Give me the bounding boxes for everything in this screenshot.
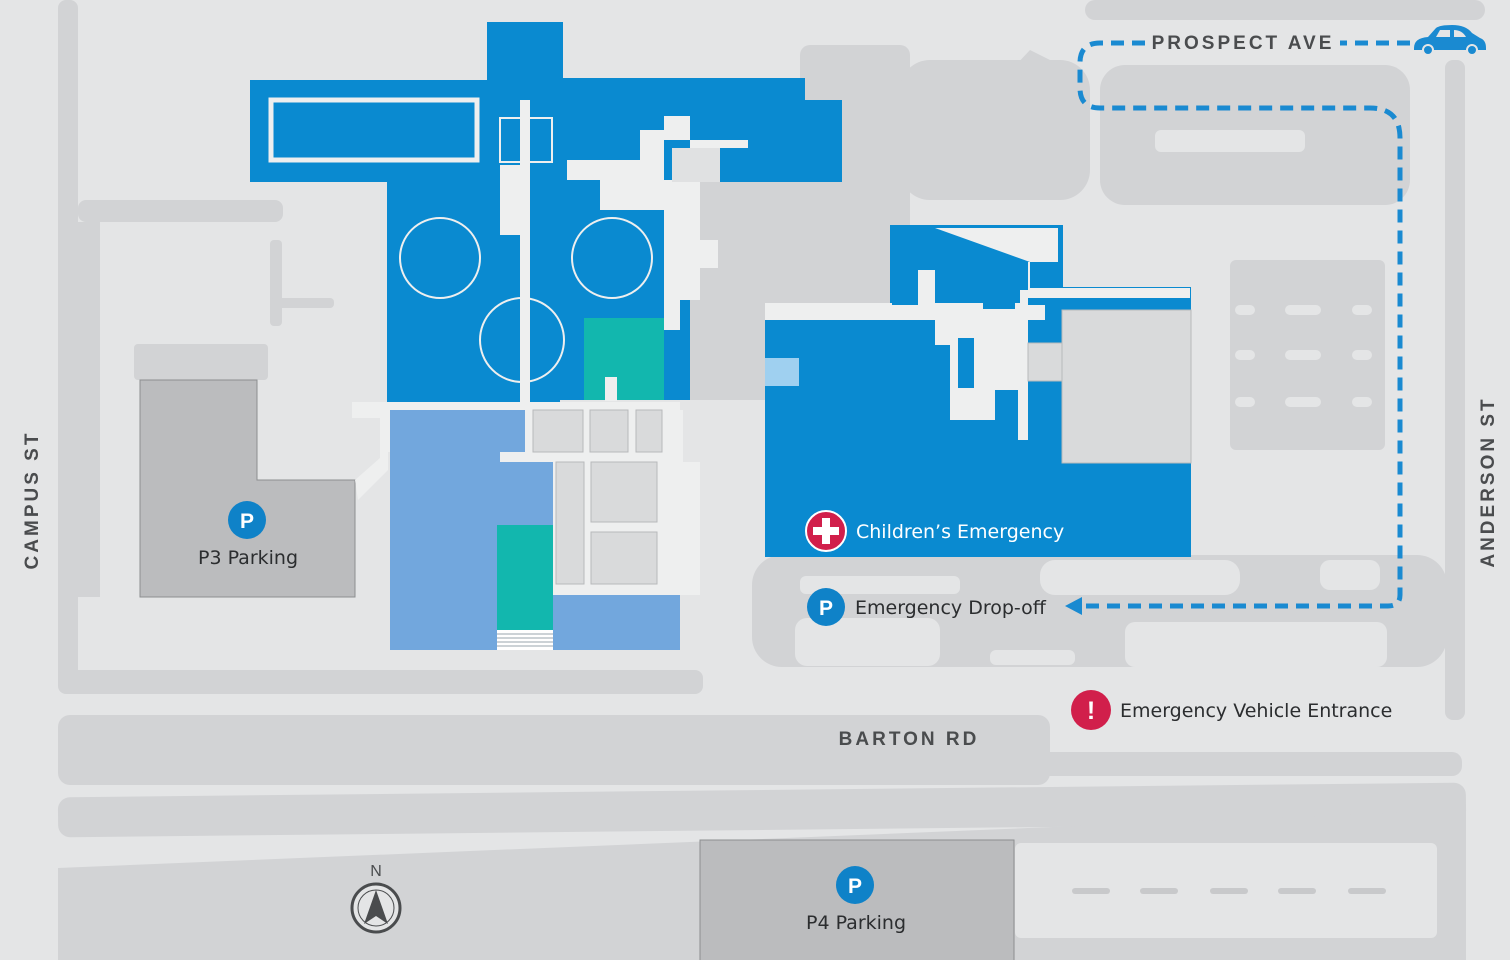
childrens-emergency-label: Children’s Emergency [856,521,1064,543]
p3-marker[interactable]: P P3 Parking [198,501,298,569]
building-teal-south [497,525,553,630]
p3-label: P3 Parking [198,547,298,569]
road-prospect-ave [1085,0,1485,20]
parking-icon-letter: P [848,875,862,898]
route-line [1077,40,1410,609]
stall-marks [1235,305,1372,407]
p4-marker[interactable]: P P4 Parking [806,866,906,934]
road-campus-st [58,0,78,690]
parking-icon-letter: P [240,510,254,533]
parking-icon [228,501,266,539]
parking-icon-letter: P [819,597,833,620]
parking-icon [807,588,845,626]
route-arrow-icon [1065,597,1082,615]
emergency-vehicle-marker[interactable]: ! Emergency Vehicle Entrance [1071,690,1392,730]
parking-icon [836,866,874,904]
emergency-vehicle-label: Emergency Vehicle Entrance [1120,700,1392,722]
street-campus-st: CAMPUS ST [22,431,43,570]
road-anderson-st [1445,60,1465,720]
p4-label: P4 Parking [806,912,906,934]
road-barton-lower [57,782,1467,838]
alert-icon-glyph: ! [1087,697,1095,725]
emergency-dropoff-marker[interactable]: P Emergency Drop-off [807,588,1047,626]
north-arrow-icon [364,890,388,924]
alert-icon [1071,690,1111,730]
childrens-building [765,225,1192,557]
building-main [250,22,842,408]
street-labels: PROSPECT AVE CAMPUS ST ANDERSON ST BARTO… [22,33,1499,750]
street-prospect-ave: PROSPECT AVE [1152,33,1335,54]
childrens-emergency-marker[interactable]: Children’s Emergency [805,510,1064,552]
building-teal-north [584,318,664,400]
street-barton-rd: BARTON RD [839,729,980,750]
car-icon [1414,25,1486,56]
street-anderson-st: ANDERSON ST [1478,396,1499,567]
p4-lane-marks [1072,888,1386,894]
emergency-route [1065,25,1486,615]
compass-label: N [370,863,382,880]
emergency-dropoff-label: Emergency Drop-off [855,597,1047,619]
compass: N [350,863,402,934]
main-hospital [250,22,842,650]
